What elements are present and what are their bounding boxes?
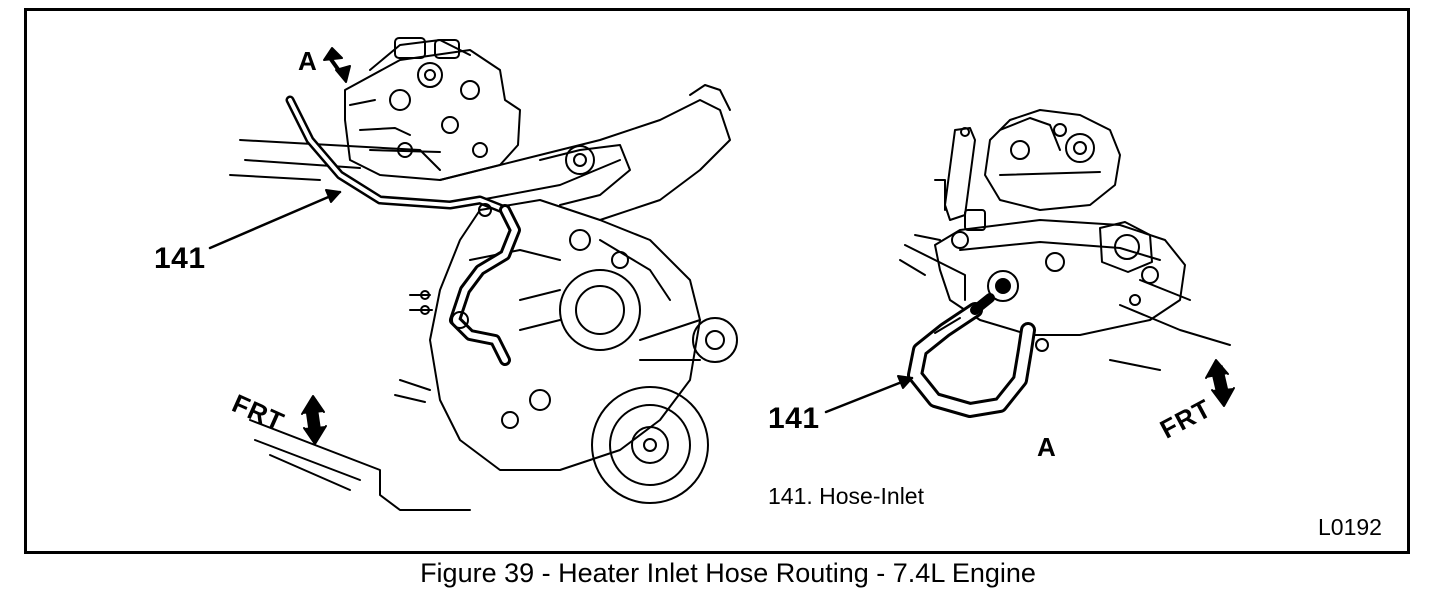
left-engine-view	[208, 37, 738, 511]
carburetor-assembly	[344, 37, 521, 181]
view-a-arrow	[323, 47, 351, 83]
detail-hex-fitting	[1099, 221, 1153, 273]
intake-manifold	[439, 84, 731, 221]
view-label-detail: A	[1037, 432, 1056, 462]
figure-id: L0192	[1318, 514, 1382, 540]
callout-right-leader	[824, 375, 914, 414]
callout-left-leader	[208, 189, 342, 250]
front-arrow-right	[1205, 359, 1235, 407]
detail-linkage-bracket	[934, 127, 986, 231]
engine-block	[429, 199, 738, 471]
engine-illustration	[208, 37, 1235, 511]
harmonic-balancer	[591, 386, 709, 504]
detail-view-a	[824, 109, 1235, 418]
callout-label-right: 141	[768, 402, 820, 435]
view-label-top: A	[298, 46, 317, 76]
timing-cover-bolts	[409, 290, 433, 315]
frame-rails	[229, 139, 471, 511]
heater-hose-left	[285, 95, 521, 366]
detail-frame-rails	[899, 234, 1231, 371]
legend-text: 141. Hose-Inlet	[768, 483, 924, 509]
callout-label-left: 141	[154, 242, 206, 275]
diagram-frame	[24, 8, 1410, 554]
detail-inlet-hose	[907, 293, 1036, 418]
front-arrow-left	[301, 395, 327, 445]
detail-manifold	[934, 219, 1186, 352]
detail-hose-port	[987, 270, 1019, 302]
detail-throttle-body	[984, 109, 1121, 211]
